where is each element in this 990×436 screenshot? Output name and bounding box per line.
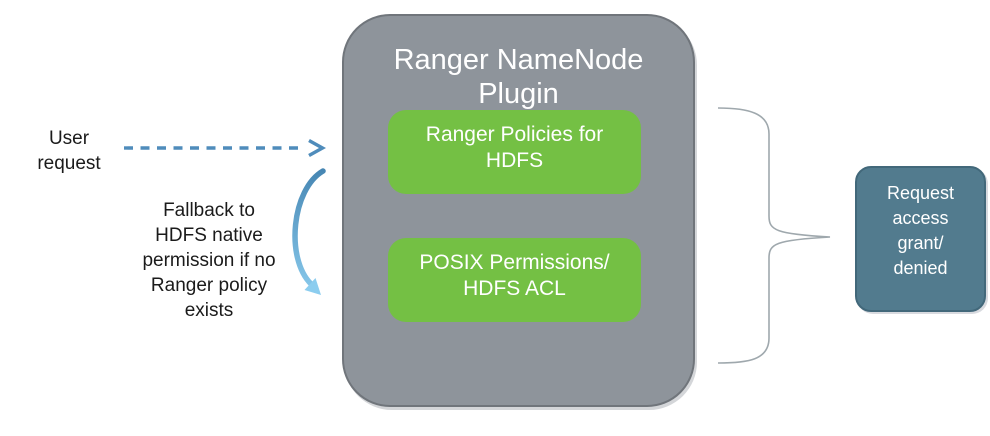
request-result-label: Request access grant/ denied	[886, 183, 955, 278]
ranger-policies-label: Ranger Policies for HDFS	[425, 123, 604, 172]
ranger-namenode-plugin-box: Ranger NameNode Plugin Ranger Policies f…	[342, 14, 695, 407]
fallback-arrowhead	[304, 278, 321, 295]
plugin-title: Ranger NameNode Plugin	[393, 44, 644, 110]
posix-permissions-label: POSIX Permissions/ HDFS ACL	[419, 251, 610, 300]
request-result-box: Request access grant/ denied	[855, 166, 986, 312]
fallback-note-label: Fallback to HDFS native permission if no…	[142, 200, 276, 321]
output-brace	[717, 107, 831, 364]
user-request-label: User request	[37, 128, 101, 174]
posix-permissions-box: POSIX Permissions/ HDFS ACL	[388, 238, 641, 322]
fallback-arrow	[292, 168, 326, 295]
ranger-policies-box: Ranger Policies for HDFS	[388, 110, 641, 194]
user-request-arrow	[124, 139, 327, 157]
user-request-arrowhead	[308, 139, 327, 157]
